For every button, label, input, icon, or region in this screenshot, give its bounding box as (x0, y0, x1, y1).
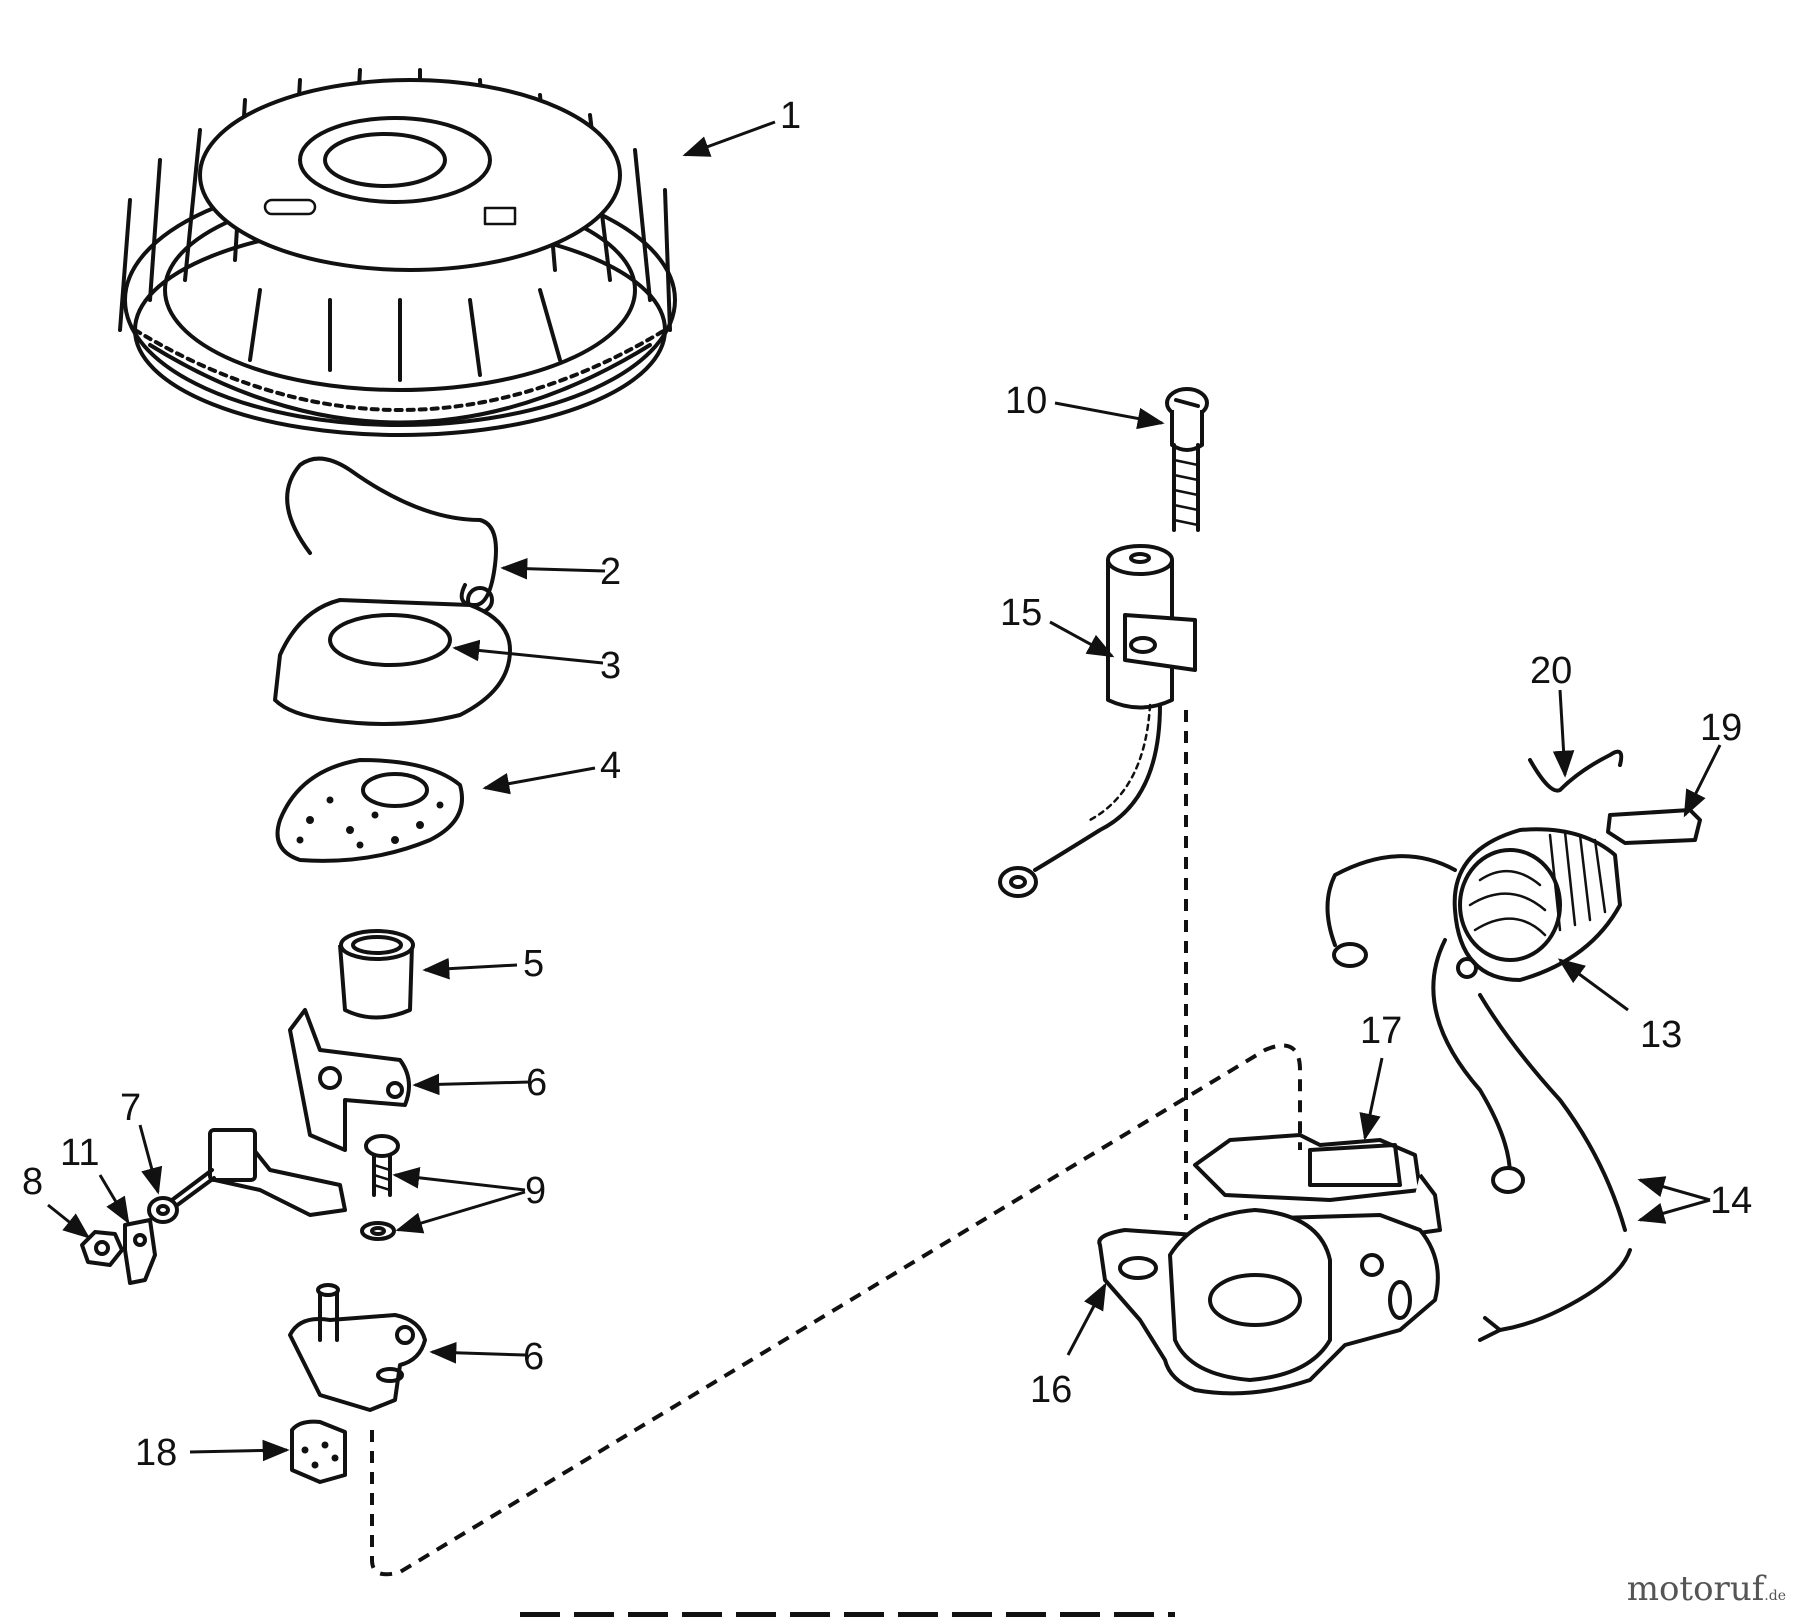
callout-9: 9 (525, 1170, 546, 1212)
leader-2 (500, 557, 606, 580)
callout-20: 20 (1530, 650, 1572, 692)
leader-3 (452, 639, 604, 665)
callout-3: 3 (600, 645, 621, 687)
leader-6a (412, 1073, 531, 1096)
breaker-base-part (288, 1283, 427, 1412)
armature-bracket-part (1097, 1208, 1440, 1396)
callout-6a: 6 (526, 1062, 547, 1104)
leader-9a (392, 1167, 526, 1192)
callout-17: 17 (1360, 1010, 1402, 1052)
bushing-part (338, 929, 415, 1020)
flywheel-part (118, 68, 677, 437)
callout-14: 14 (1710, 1180, 1752, 1222)
ignition-coil-part (1325, 827, 1632, 1342)
leader-18 (189, 1439, 290, 1462)
leader-5 (422, 957, 518, 980)
leader-14a (1637, 1176, 1711, 1202)
callout-13: 13 (1640, 1014, 1682, 1056)
callout-4: 4 (600, 745, 621, 787)
leader-11 (98, 1174, 130, 1225)
terminal-bracket-part (123, 1218, 157, 1285)
leader-20 (1552, 689, 1575, 778)
callout-7: 7 (120, 1087, 141, 1129)
leader-17 (1359, 1057, 1384, 1141)
callout-18: 18 (135, 1432, 177, 1474)
callout-6b: 6 (523, 1336, 544, 1378)
watermark: motoruf.de (1626, 1569, 1786, 1609)
callout-5: 5 (523, 943, 544, 985)
leader-14b (1637, 1198, 1711, 1224)
leader-7 (138, 1124, 163, 1195)
condenser-part (998, 544, 1197, 898)
leader-9b (395, 1190, 526, 1234)
callout-19: 19 (1700, 707, 1742, 749)
leader-4 (482, 766, 596, 795)
callout-16: 16 (1030, 1369, 1072, 1411)
leader-1 (682, 120, 776, 157)
breaker-to-bracket-line (370, 1043, 1302, 1577)
cam-wiper-felt-part (290, 1419, 347, 1484)
armature-part (1193, 1133, 1442, 1237)
callout-11: 11 (60, 1132, 99, 1174)
callout-1: 1 (780, 95, 801, 137)
callout-8: 8 (22, 1161, 43, 1203)
leader-10 (1054, 401, 1165, 430)
screw-washer-part (360, 1134, 400, 1241)
wire-clip-part (1528, 749, 1624, 793)
leader-15 (1049, 620, 1115, 658)
breaker-arm-part (170, 1008, 411, 1217)
callout-15: 15 (1000, 592, 1042, 634)
cover-plate-part (273, 598, 512, 726)
leader-19 (1683, 744, 1722, 818)
screw-part (1165, 387, 1209, 532)
leader-6b (429, 1341, 526, 1364)
felt-washer-part (275, 758, 464, 863)
callout-10: 10 (1005, 380, 1047, 422)
nut-part (80, 1230, 124, 1267)
leader-16 (1066, 1282, 1107, 1356)
leader-13 (1557, 958, 1629, 1012)
callout-2: 2 (600, 551, 621, 593)
spring-clip-part (285, 456, 498, 614)
lock-washer-part (147, 1196, 179, 1224)
leader-8 (47, 1203, 91, 1239)
